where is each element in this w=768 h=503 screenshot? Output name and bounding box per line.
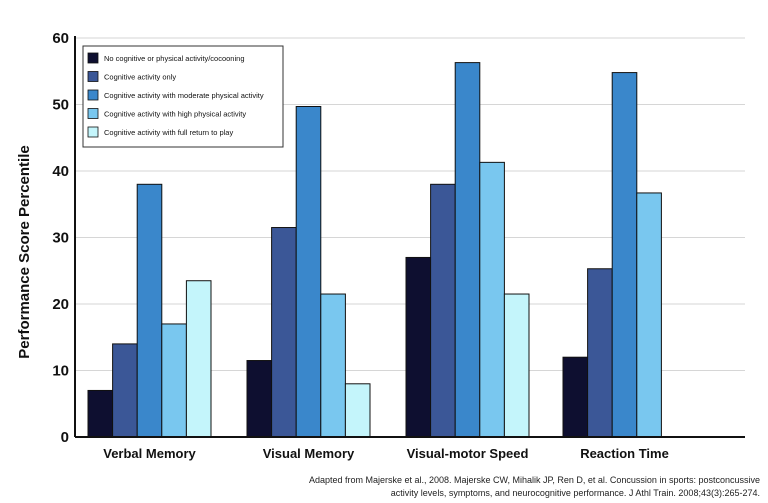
bar bbox=[320, 293, 346, 438]
bar bbox=[161, 323, 187, 438]
bar bbox=[611, 72, 638, 438]
y-tick-label: 50 bbox=[52, 97, 69, 114]
category-labels: Verbal Memory Visual Memory Visual-motor S… bbox=[103, 446, 669, 461]
legend-label: Cognitive activity with full return to p… bbox=[104, 128, 233, 137]
legend-box bbox=[82, 45, 284, 148]
bar bbox=[112, 343, 138, 438]
bar bbox=[344, 383, 371, 438]
bar bbox=[587, 268, 613, 438]
y-tick-label: 60 bbox=[52, 30, 69, 47]
y-tick-label: 40 bbox=[52, 163, 69, 180]
bar bbox=[295, 105, 322, 438]
legend-swatch bbox=[87, 71, 99, 82]
category-label: Reaction Time bbox=[580, 446, 669, 461]
bar bbox=[430, 183, 456, 438]
legend-label: Cognitive activity with moderate physica… bbox=[104, 91, 264, 100]
legend-swatch bbox=[87, 126, 99, 138]
legend-swatch bbox=[87, 52, 99, 64]
bar bbox=[136, 183, 163, 438]
bar bbox=[454, 62, 481, 438]
legend-label: Cognitive activity only bbox=[104, 73, 176, 82]
bar bbox=[636, 192, 662, 438]
category-label: Visual-motor Speed bbox=[407, 446, 529, 461]
legend-label: No cognitive or physical activity/cocoon… bbox=[104, 54, 245, 63]
bar bbox=[479, 161, 505, 438]
legend-swatch bbox=[87, 108, 99, 119]
bar bbox=[405, 256, 432, 438]
source-line-1: Adapted from Majerske et al., 2008. Maje… bbox=[308, 475, 760, 485]
bar bbox=[87, 389, 114, 438]
y-tick-labels: 0 10 20 30 40 50 60 bbox=[52, 30, 69, 446]
y-tick-label: 10 bbox=[52, 363, 69, 380]
bar bbox=[246, 360, 273, 438]
legend-swatch bbox=[87, 89, 99, 101]
legend-label: Cognitive activity with high physical ac… bbox=[104, 110, 246, 119]
bar bbox=[185, 280, 212, 438]
bars bbox=[87, 62, 662, 438]
y-tick-label: 0 bbox=[61, 429, 69, 446]
bar bbox=[562, 356, 589, 438]
bar bbox=[503, 293, 530, 438]
category-label: Visual Memory bbox=[263, 446, 355, 461]
y-tick-label: 30 bbox=[52, 230, 69, 247]
bar bbox=[271, 227, 297, 438]
y-axis-title: Performance Score Percentile bbox=[16, 145, 33, 358]
y-tick-label: 20 bbox=[52, 296, 69, 313]
source-citation: Adapted from Majerske et al., 2008. Maje… bbox=[290, 474, 760, 500]
legend: No cognitive or physical activity/cocoon… bbox=[82, 45, 284, 148]
source-line-2: activity levels, symptoms, and neurocogn… bbox=[390, 488, 760, 498]
category-label: Verbal Memory bbox=[103, 446, 196, 461]
